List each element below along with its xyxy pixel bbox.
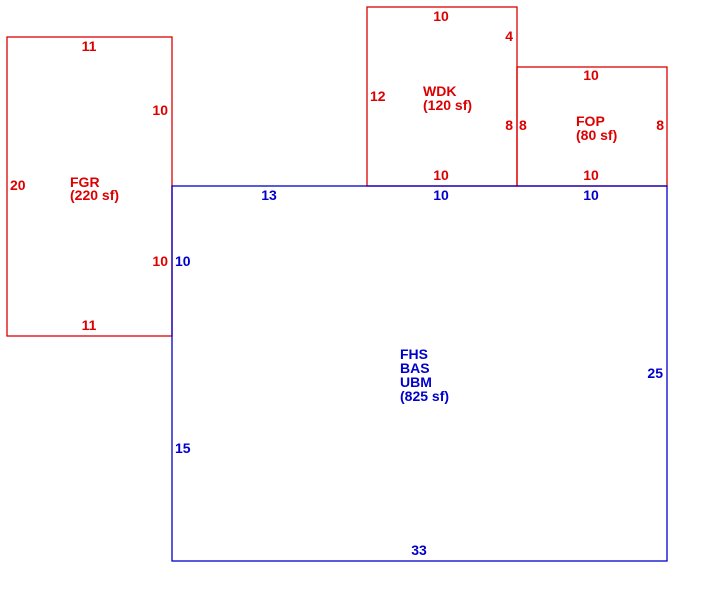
fop-dim-left: 8 <box>519 117 527 133</box>
fgr-dim-right-upper: 10 <box>152 102 168 118</box>
main-dim-right: 25 <box>647 365 663 381</box>
wdk-dim-right-lower: 8 <box>505 117 513 133</box>
wdk-dim-top: 10 <box>433 8 449 24</box>
wdk-dim-left: 12 <box>370 88 386 104</box>
main-area-outline <box>171 185 668 562</box>
main-area-label: (825 sf) <box>400 388 449 404</box>
fgr-dim-top: 11 <box>82 38 97 54</box>
main-dim-top-c: 10 <box>583 187 599 203</box>
fgr-area-label: (220 sf) <box>70 187 119 203</box>
main-dim-left-upper: 10 <box>175 253 191 269</box>
main-dim-top-a: 13 <box>261 187 277 203</box>
main-label-ubm: UBM <box>400 374 432 390</box>
fgr-dim-bottom: 11 <box>82 317 97 333</box>
wdk-dim-right-upper: 4 <box>505 28 513 44</box>
wdk-area-label: (120 sf) <box>423 97 472 113</box>
fop-dim-bottom: 10 <box>583 167 599 183</box>
fop-dim-top: 10 <box>583 67 599 83</box>
fop-code-label: FOP <box>576 113 605 129</box>
main-label-bas: BAS <box>400 360 430 376</box>
fgr-dim-right-lower: 10 <box>152 253 168 269</box>
fop-area-label: (80 sf) <box>576 127 617 143</box>
main-dim-bottom: 33 <box>411 542 427 558</box>
fgr-code-label: FGR <box>70 174 100 190</box>
fgr-dim-left: 20 <box>10 177 26 193</box>
main-label-fhs: FHS <box>400 346 428 362</box>
main-dim-top-b: 10 <box>433 187 449 203</box>
wdk-code-label: WDK <box>423 83 456 99</box>
main-dim-left-lower: 15 <box>175 440 191 456</box>
wdk-dim-bottom: 10 <box>433 167 449 183</box>
fop-dim-right: 8 <box>656 117 664 133</box>
